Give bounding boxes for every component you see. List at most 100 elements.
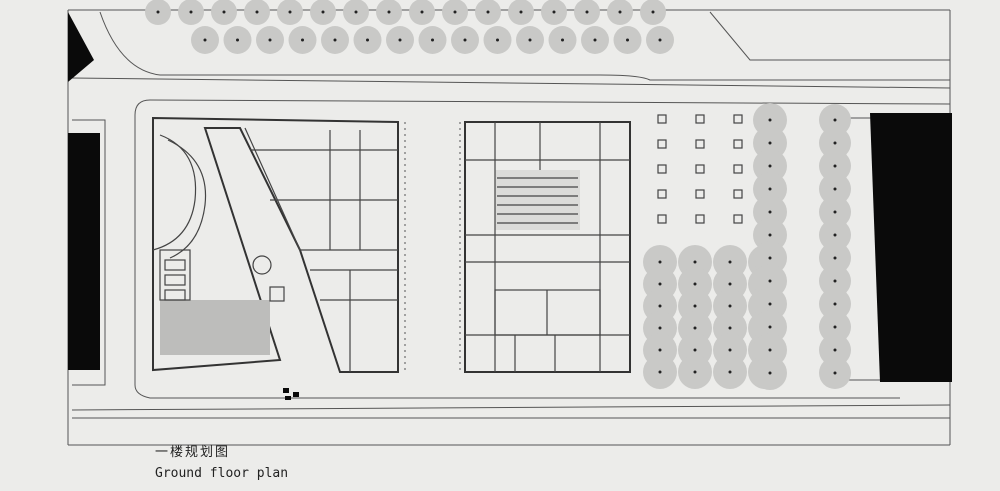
tree-trunk (658, 348, 662, 352)
tree-trunk (693, 282, 697, 286)
tree-trunk (366, 38, 369, 42)
tree-trunk (728, 304, 732, 308)
tree-trunk (486, 10, 490, 14)
building-nw (68, 12, 94, 82)
tree-trunk (768, 348, 772, 352)
helipad-circle-icon (252, 255, 272, 275)
tree-trunk (768, 371, 772, 375)
tree-trunk (552, 10, 556, 14)
building-block-west (152, 116, 399, 373)
tree-trunk (203, 38, 207, 42)
tree-trunk (301, 38, 304, 42)
tree-trunk (768, 187, 772, 191)
tree-trunk (768, 118, 772, 122)
tree-trunk (728, 326, 732, 330)
tree-trunk (658, 282, 662, 286)
plaza-planter (695, 214, 705, 224)
tree-trunk (387, 10, 391, 14)
tree-trunk (333, 38, 337, 42)
tree-trunk (658, 304, 662, 308)
plaza-planter (657, 164, 667, 174)
tree-trunk (528, 38, 532, 42)
street-furniture (283, 388, 299, 400)
tree-trunk (768, 233, 772, 237)
tree-trunk (189, 10, 193, 14)
tree-trunk (321, 10, 325, 14)
tree-trunk (268, 38, 272, 42)
plaza-planter (657, 214, 667, 224)
tree-trunk (693, 370, 697, 374)
tree-trunk (453, 10, 457, 14)
tree-trunk (658, 370, 662, 374)
plaza-markers (657, 114, 743, 224)
tree-trunk (156, 10, 160, 14)
tree-trunk (658, 260, 662, 264)
caption-title-english: Ground floor plan (155, 466, 289, 481)
tree-trunk (463, 38, 467, 42)
plaza-planter (695, 189, 705, 199)
tree-trunk (768, 141, 772, 145)
tree-trunk (833, 348, 837, 352)
tree-trunk (222, 10, 226, 14)
plaza-planter (657, 139, 667, 149)
tree-trunk (728, 282, 732, 286)
building-block-east (464, 121, 631, 373)
tree-row-north (145, 0, 674, 54)
plaza-planter (733, 164, 743, 174)
tree-trunk (693, 326, 697, 330)
plaza-planter (657, 189, 667, 199)
tree-trunk (768, 325, 772, 329)
central-passage (404, 122, 461, 372)
tree-trunk (728, 348, 732, 352)
caption-title-chinese: 一楼规划图 (155, 445, 231, 460)
tree-trunk (236, 38, 239, 42)
tree-trunk (288, 10, 292, 14)
building-west (68, 133, 100, 370)
plaza-planter (733, 189, 743, 199)
tree-trunk (833, 256, 837, 260)
tree-trunk (833, 141, 837, 145)
tree-trunk (833, 233, 837, 237)
plaza-planter (733, 214, 743, 224)
tree-trunk (593, 38, 597, 42)
tree-trunk (833, 371, 837, 375)
plaza-planter (695, 114, 705, 124)
square-pad-icon (269, 286, 285, 302)
tree-trunk (354, 10, 358, 14)
tree-trunk (768, 164, 772, 168)
tree-trunk (398, 38, 402, 42)
tree-trunk (693, 348, 697, 352)
tree-trunk (728, 260, 732, 264)
tree-trunk (626, 38, 629, 42)
tree-trunk (658, 38, 662, 42)
tree-trunk (833, 210, 837, 214)
tree-trunk (833, 118, 837, 122)
tree-trunk (519, 10, 523, 14)
tree-trunk (431, 38, 434, 42)
plaza-planter (657, 114, 667, 124)
building-east (870, 113, 952, 382)
tree-trunk (768, 302, 772, 306)
tree-trunk (768, 279, 772, 283)
plaza-planter (733, 114, 743, 124)
tree-trunk (833, 187, 837, 191)
tree-trunk (833, 164, 837, 168)
plaza-planter (695, 139, 705, 149)
tree-trunk (833, 302, 837, 306)
tree-trunk (768, 210, 772, 214)
tree-trunk (255, 10, 259, 14)
tree-trunk (420, 10, 424, 14)
plaza-planter (733, 139, 743, 149)
tree-trunk (658, 326, 662, 330)
tree-trunk (496, 38, 499, 42)
tree-trunk (618, 10, 622, 14)
tree-trunk (561, 38, 564, 42)
plaza-planter (695, 164, 705, 174)
tree-trunk (833, 279, 837, 283)
tree-trunk (768, 256, 772, 260)
tree-trunk (651, 10, 655, 14)
tree-trunk (833, 325, 837, 329)
tree-grove-east (643, 103, 851, 390)
tree-trunk (693, 304, 697, 308)
